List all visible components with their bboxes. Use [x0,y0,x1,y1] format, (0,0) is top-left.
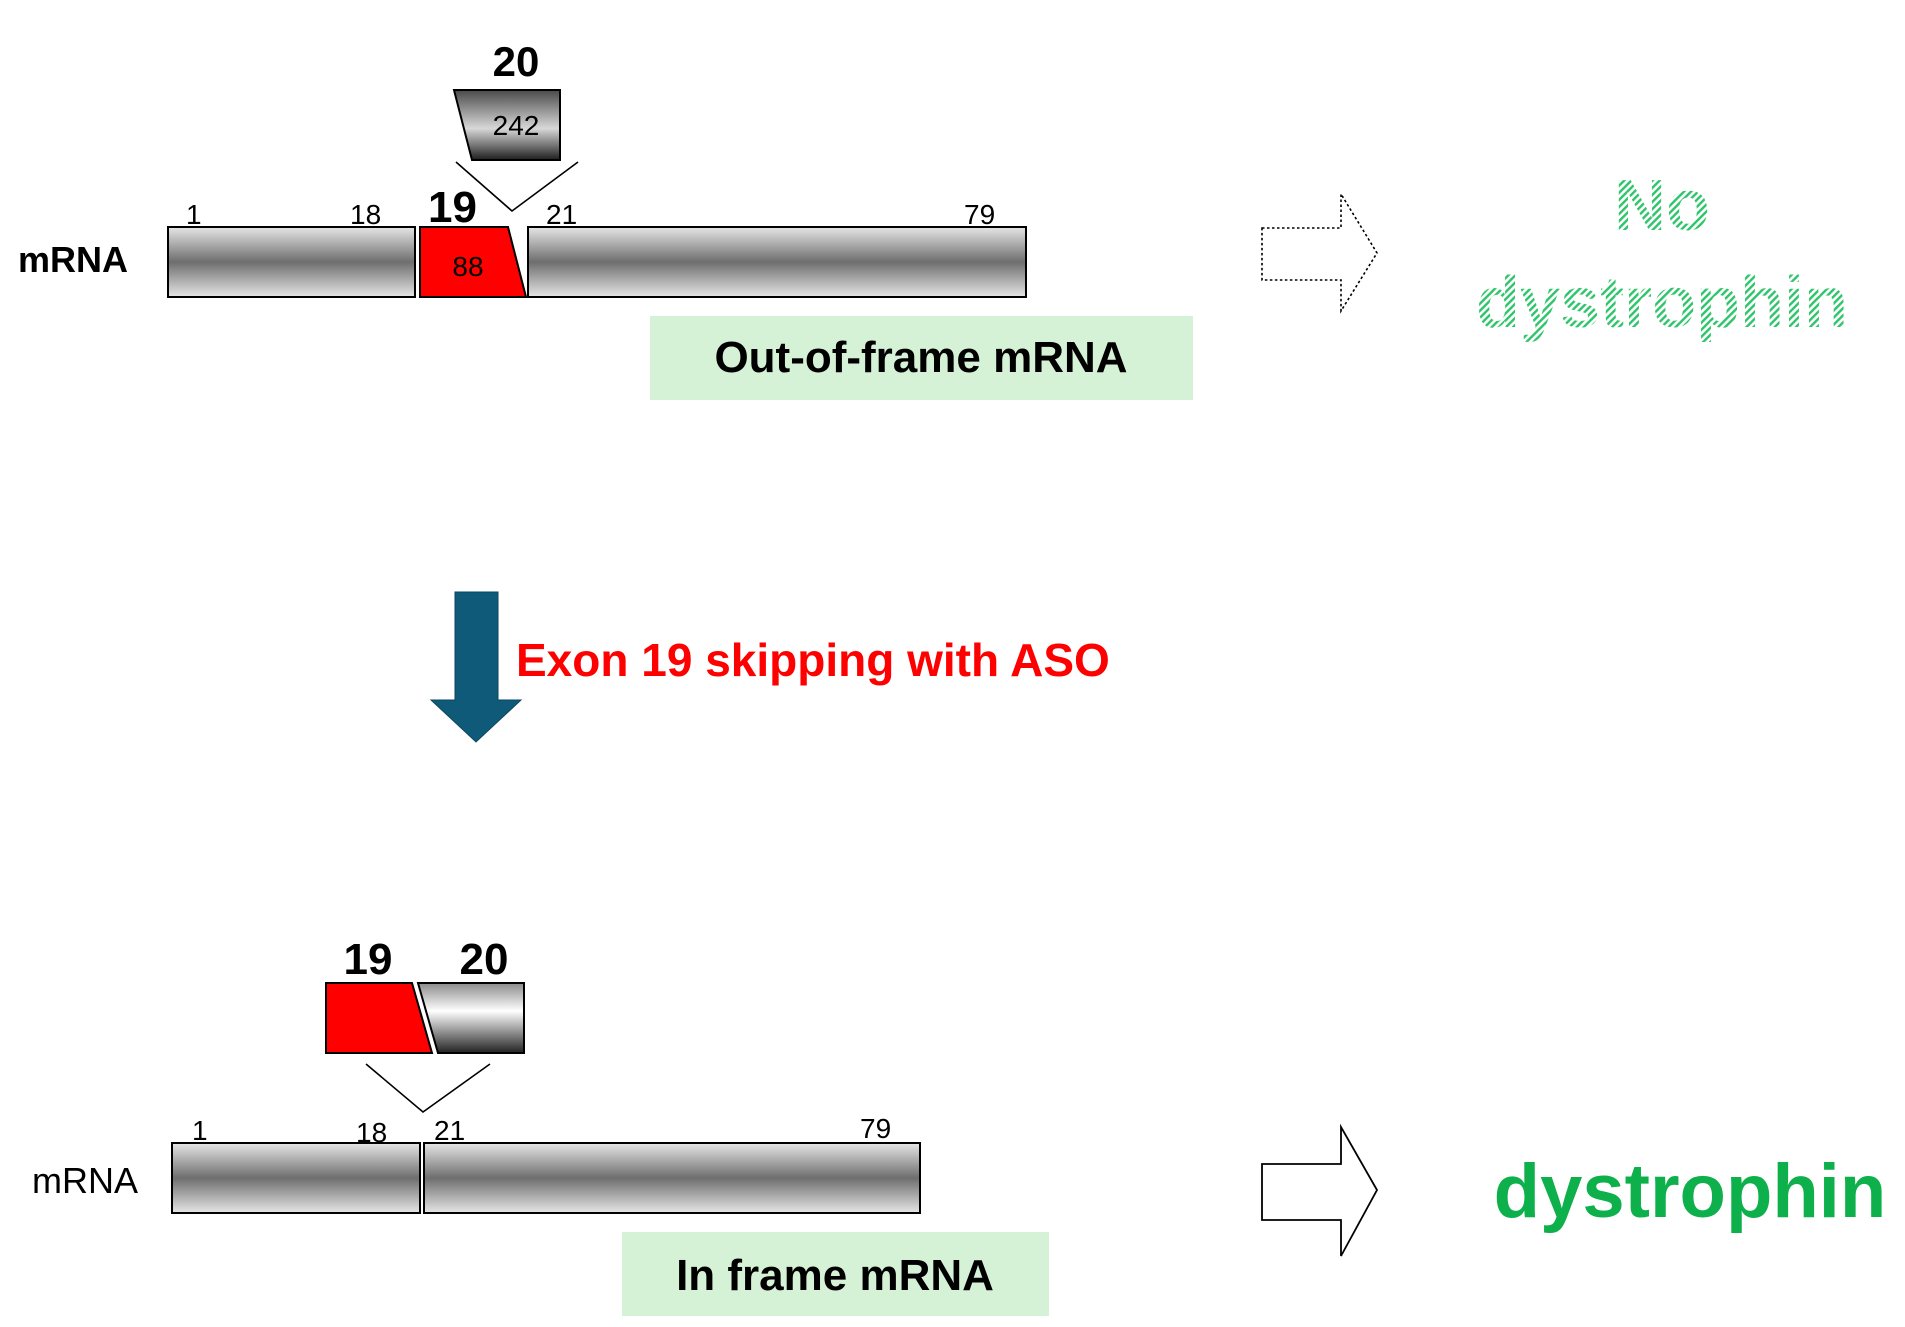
bottom-exon-number-18: 18 [356,1117,387,1148]
bottom-exon-1-18 [171,1142,421,1214]
top-exon-20-block [452,89,561,161]
top-exon-20-number: 20 [493,38,540,85]
bottom-splice-lines [365,1063,491,1114]
bottom-outcome: dystrophin [1494,1149,1887,1234]
bottom-exon-number-79: 79 [860,1113,891,1144]
top-exon-20-length: 242 [493,110,540,141]
bottom-exon-number-1: 1 [192,1115,208,1146]
top-exon-number-21: 21 [546,199,577,230]
top-mrna-label: mRNA [18,239,128,280]
top-splice-lines [455,161,579,213]
top-frame-label: Out-of-frame mRNA [714,333,1127,382]
top-exon-number-79: 79 [964,199,995,230]
bottom-skipped-exon-19-number: 19 [344,935,393,984]
bottom-exon-21-79 [423,1142,921,1214]
top-exon-number-18: 18 [350,199,381,230]
aso-step: Exon 19 skipping with ASO [429,591,1110,743]
bottom-skipped-exon-20 [416,982,525,1054]
bottom-frame-label: In frame mRNA [676,1251,994,1300]
top-panel: mRNA 1 18 19 21 79 88 20 242 Out-of-fram… [18,38,1848,400]
top-outcome-line1: No [1614,166,1710,246]
bottom-skipped-exon-19 [325,982,434,1054]
bottom-skipped-exon-20-number: 20 [460,935,509,984]
top-exon-19-length: 88 [452,251,483,282]
top-outcome-arrow [1261,191,1378,314]
bottom-mrna-label: mRNA [32,1160,138,1201]
aso-step-label: Exon 19 skipping with ASO [516,634,1110,686]
bottom-exon-number-21: 21 [434,1115,465,1146]
top-outcome-line2: dystrophin [1476,263,1848,343]
top-exon-number-19: 19 [428,183,477,232]
aso-step-down-arrow [429,591,523,743]
top-exon-1-18 [167,226,416,298]
top-frame-label-box [650,316,1193,400]
bottom-outcome-arrow [1261,1123,1379,1257]
top-exon-19 [419,226,528,298]
top-exon-number-1: 1 [186,199,202,230]
bottom-panel: 19 20 mRNA 1 18 21 79 In frame mRNA dyst… [32,935,1886,1316]
bottom-frame-label-box [622,1232,1049,1316]
top-exon-21-79 [527,226,1027,298]
